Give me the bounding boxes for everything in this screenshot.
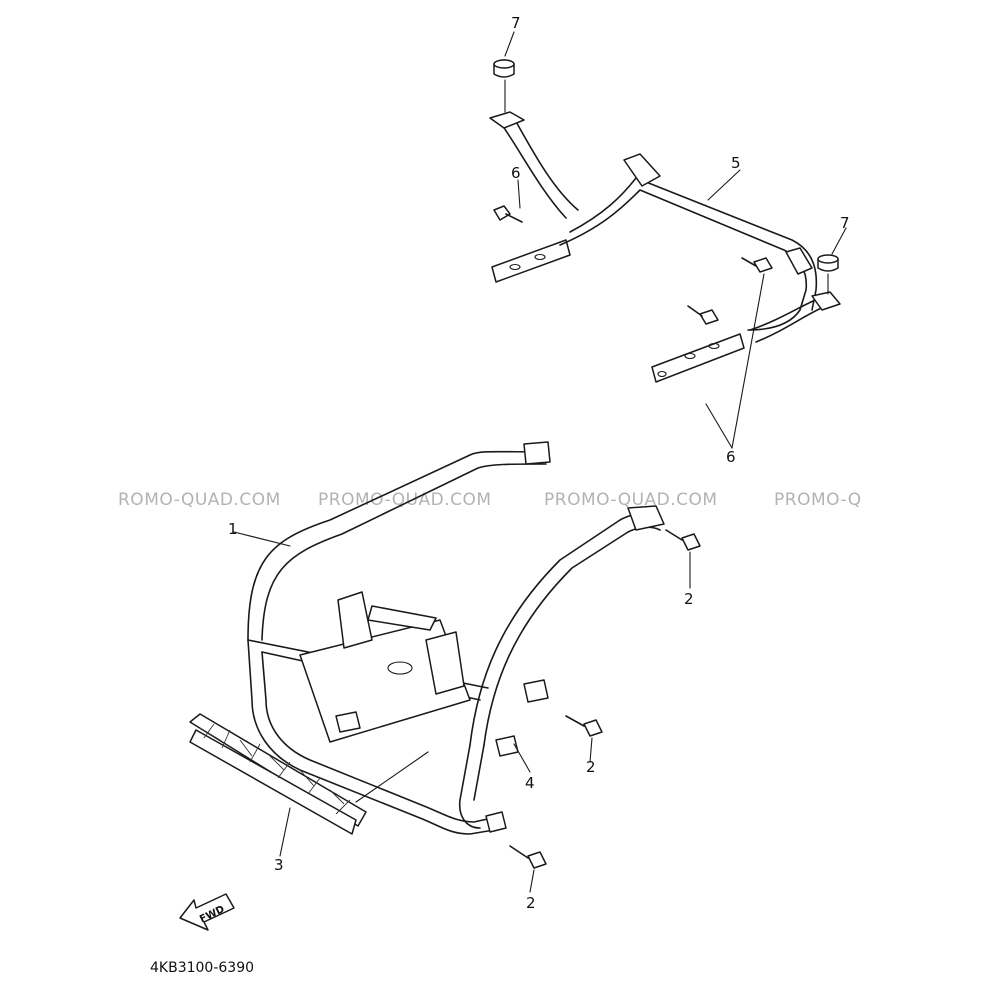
front-grille <box>189 713 367 835</box>
watermark-1: ROMO-QUAD.COM <box>118 490 281 510</box>
bolt-front-top <box>665 529 701 551</box>
callout-3: 3 <box>274 856 284 874</box>
bolt-rear-right-upper <box>741 257 773 273</box>
bolt-front-mid <box>565 715 603 737</box>
rubber-cap-top <box>493 59 515 78</box>
callout-2-mid: 2 <box>586 758 596 776</box>
rubber-cap-right <box>817 254 839 272</box>
fwd-arrow-icon: FWD <box>179 893 235 931</box>
callout-6-rear-left: 6 <box>511 164 521 182</box>
callout-6-rear-pair: 6 <box>726 448 736 466</box>
part-code: 4KB3100-6390 <box>150 960 254 976</box>
bolt-front-bottom <box>509 845 547 869</box>
watermark-2: PROMO-QUAD.COM <box>318 490 492 510</box>
rear-frame <box>489 111 841 383</box>
callout-2-top: 2 <box>684 590 694 608</box>
callout-1: 1 <box>228 520 238 538</box>
watermark-4: PROMO-Q <box>774 490 862 510</box>
callout-5: 5 <box>731 154 741 172</box>
callout-7-right: 7 <box>840 214 850 232</box>
watermark-3: PROMO-QUAD.COM <box>544 490 718 510</box>
callout-7-top: 7 <box>511 14 521 32</box>
front-guard <box>247 441 665 835</box>
bolt-rear-right-lower <box>687 305 719 325</box>
callout-4: 4 <box>525 774 535 792</box>
leader-lines <box>233 31 847 893</box>
bolt-rear-left <box>493 205 523 223</box>
callout-2-bottom: 2 <box>526 894 536 912</box>
